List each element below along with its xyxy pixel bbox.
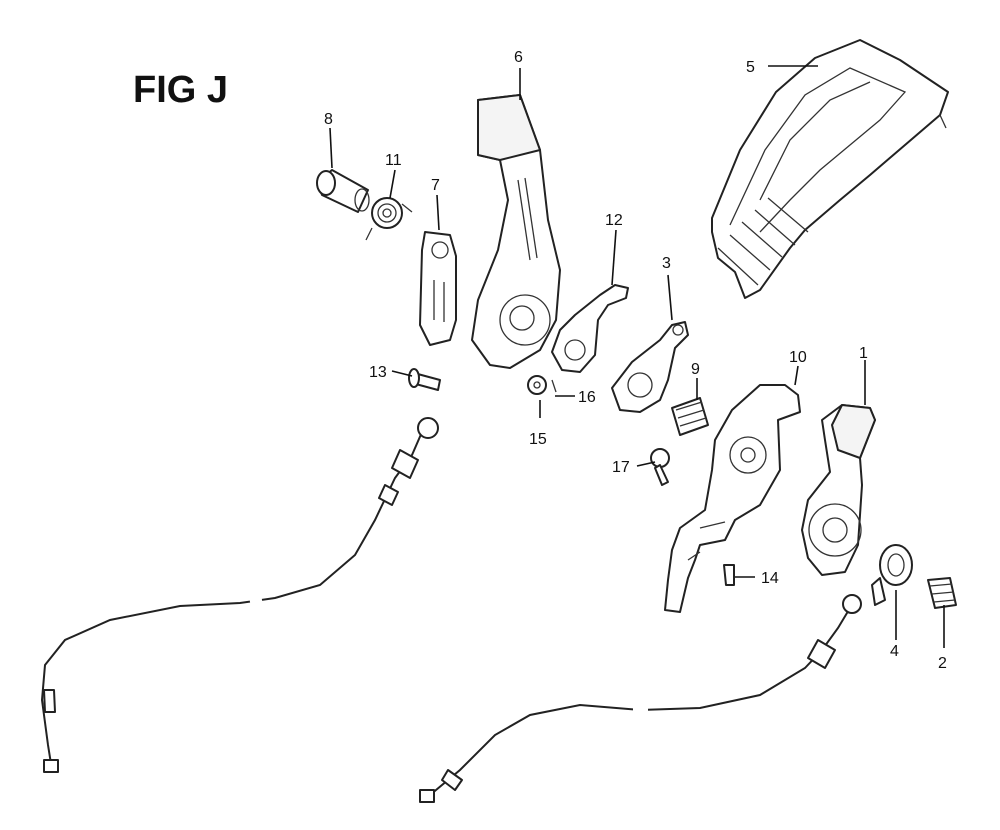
callout-13: 13 bbox=[369, 364, 387, 381]
callout-2: 2 bbox=[938, 655, 947, 672]
part-11-spring bbox=[365, 197, 413, 241]
cable-left bbox=[40, 417, 439, 773]
part-16-clip bbox=[551, 379, 557, 393]
callout-3: 3 bbox=[662, 255, 671, 272]
callout-17: 17 bbox=[612, 459, 630, 476]
callout-11: 11 bbox=[385, 152, 402, 169]
callout-16: 16 bbox=[578, 389, 596, 406]
part-1-lever bbox=[801, 404, 876, 576]
leader-lines bbox=[329, 65, 945, 648]
callout-14: 14 bbox=[761, 570, 779, 587]
part-6-lever bbox=[471, 94, 561, 369]
part-7-bracket bbox=[419, 231, 457, 346]
part-8-pin bbox=[316, 169, 370, 213]
callout-8: 8 bbox=[324, 111, 333, 128]
part-15-washer bbox=[527, 375, 547, 395]
callout-9: 9 bbox=[691, 361, 700, 378]
part-5-cover bbox=[711, 39, 949, 299]
part-9-spring bbox=[671, 397, 709, 436]
part-13-bolt bbox=[408, 368, 441, 391]
figure-title: FIG J bbox=[133, 69, 228, 111]
callout-12: 12 bbox=[605, 212, 623, 229]
part-3-plate bbox=[611, 321, 689, 413]
cable-right bbox=[419, 594, 862, 803]
callout-1: 1 bbox=[859, 345, 868, 362]
callout-6: 6 bbox=[514, 49, 523, 66]
part-14-bolt bbox=[723, 564, 735, 586]
part-10-lever-plate bbox=[664, 384, 801, 613]
part-17-bolt bbox=[650, 448, 670, 486]
part-2-spring bbox=[927, 577, 957, 609]
part-12-arm bbox=[551, 284, 629, 373]
part-4-knob bbox=[871, 544, 913, 606]
callout-7: 7 bbox=[431, 177, 440, 194]
callout-5: 5 bbox=[746, 59, 755, 76]
callout-4: 4 bbox=[890, 643, 899, 660]
callout-15: 15 bbox=[529, 431, 547, 448]
callout-10: 10 bbox=[789, 349, 807, 366]
callout-labels: 1 2 3 4 5 6 7 8 9 10 11 12 13 14 15 16 1… bbox=[324, 49, 947, 672]
